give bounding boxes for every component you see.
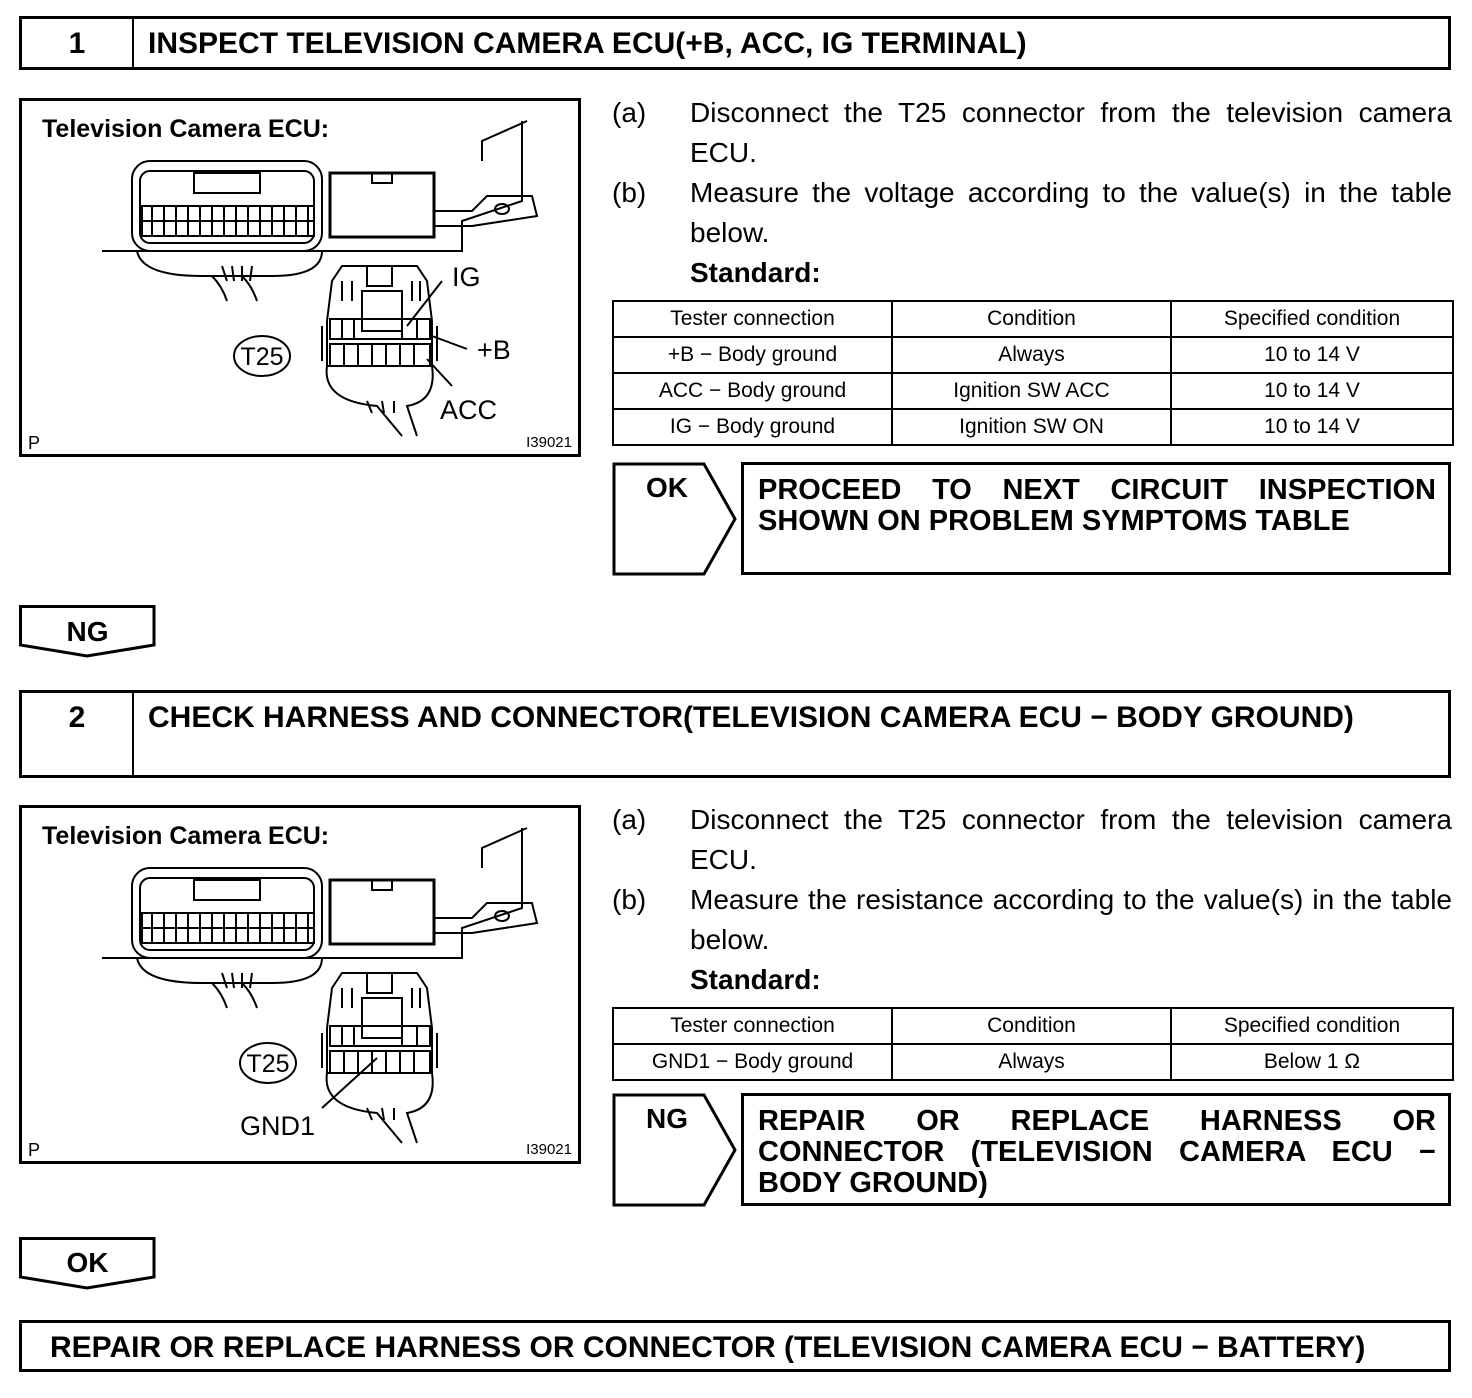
- instruction-label: (b): [612, 884, 647, 915]
- table-header-cell: Specified condition: [1170, 300, 1454, 338]
- ng-arrow-label: NG: [646, 1103, 688, 1134]
- figure-1-connector-label: T25: [240, 343, 283, 371]
- figure-2-connector-label: T25: [246, 1050, 289, 1078]
- step-2-header: 2 CHECK HARNESS AND CONNECTOR(TELEVISION…: [19, 690, 1451, 778]
- figure-2-title: Television Camera ECU:: [42, 822, 329, 850]
- table-row: ACC − Body ground Ignition SW ACC 10 to …: [612, 372, 1454, 410]
- ng-arrow-shape: [612, 1093, 737, 1207]
- table-header-cell: Tester connection: [612, 300, 893, 338]
- figure-1-label-acc: ACC: [440, 395, 497, 425]
- step-1-title: INSPECT TELEVISION CAMERA ECU(+B, ACC, I…: [148, 27, 1027, 60]
- standard-label: Standard:: [690, 964, 821, 995]
- figure-1-corner-letter: P: [28, 433, 40, 453]
- instruction-text: Measure the resistance according to the …: [690, 884, 1452, 955]
- table-cell: 10 to 14 V: [1170, 408, 1454, 446]
- table-cell: +B − Body ground: [612, 336, 893, 374]
- standard-label: Standard:: [690, 257, 821, 288]
- table-cell: Ignition SW ACC: [891, 372, 1172, 410]
- figure-2-corner-letter: P: [28, 1140, 40, 1160]
- step-2-result-box: REPAIR OR REPLACE HARNESS OR CONNECTOR (…: [741, 1093, 1451, 1206]
- step-1-figure: Television Camera ECU: T25 IG +B ACC P I…: [19, 98, 581, 457]
- table-cell: Ignition SW ON: [891, 408, 1172, 446]
- instruction-text: Disconnect the T25 connector from the te…: [690, 97, 1452, 168]
- step-2-number: 2: [22, 693, 134, 775]
- table-row: GND1 − Body ground Always Below 1 Ω: [612, 1043, 1454, 1081]
- instruction-label: (a): [612, 97, 647, 128]
- step-1-header: 1 INSPECT TELEVISION CAMERA ECU(+B, ACC,…: [19, 16, 1451, 70]
- step-1-result-box: PROCEED TO NEXT CIRCUIT INSPECTION SHOWN…: [741, 462, 1451, 575]
- figure-1-label-ig: IG: [452, 262, 481, 292]
- ecu-connector-diagram-2: Television Camera ECU: T25 GND1 P I39021: [28, 822, 572, 1160]
- ecu-connector-diagram-1: Television Camera ECU: T25 IG +B ACC P I…: [28, 115, 572, 453]
- table-header-cell: Tester connection: [612, 1007, 893, 1045]
- ng-tab-label: NG: [66, 616, 109, 647]
- instruction-item: (b) Measure the resistance according to …: [612, 880, 1452, 960]
- instruction-item: (a) Disconnect the T25 connector from th…: [612, 93, 1452, 173]
- table-header-cell: Condition: [891, 1007, 1172, 1045]
- instruction-label: (b): [612, 177, 647, 208]
- figure-2-code: I39021: [526, 1141, 572, 1158]
- step-1-number: 1: [22, 19, 134, 67]
- table-row: IG − Body ground Ignition SW ON 10 to 14…: [612, 408, 1454, 446]
- instruction-label: (a): [612, 804, 647, 835]
- step-1-instructions: (a) Disconnect the T25 connector from th…: [612, 93, 1452, 293]
- ok-arrow-label: OK: [646, 472, 688, 503]
- instruction-item: (a) Disconnect the T25 connector from th…: [612, 800, 1452, 880]
- step-1-spec-table: Tester connection Condition Specified co…: [612, 300, 1454, 446]
- table-header-row: Tester connection Condition Specified co…: [612, 1007, 1454, 1045]
- step-2-spec-table: Tester connection Condition Specified co…: [612, 1007, 1454, 1081]
- table-cell: 10 to 14 V: [1170, 372, 1454, 410]
- table-header-cell: Condition: [891, 300, 1172, 338]
- table-cell: ACC − Body ground: [612, 372, 893, 410]
- instruction-text: Disconnect the T25 connector from the te…: [690, 804, 1452, 875]
- final-action-box: REPAIR OR REPLACE HARNESS OR CONNECTOR (…: [19, 1320, 1451, 1372]
- table-header-row: Tester connection Condition Specified co…: [612, 300, 1454, 338]
- figure-1-code: I39021: [526, 434, 572, 451]
- step-2-figure: Television Camera ECU: T25 GND1 P I39021: [19, 805, 581, 1164]
- table-cell: GND1 − Body ground: [612, 1043, 893, 1081]
- figure-2-label-gnd1: GND1: [240, 1111, 315, 1141]
- step-2-instructions: (a) Disconnect the T25 connector from th…: [612, 800, 1452, 1000]
- ok-arrow-shape: [612, 462, 737, 576]
- table-cell: IG − Body ground: [612, 408, 893, 446]
- table-cell: Below 1 Ω: [1170, 1043, 1454, 1081]
- instruction-text: Measure the voltage according to the val…: [690, 177, 1452, 248]
- ng-tab-shape: [19, 605, 156, 658]
- table-cell: Always: [891, 1043, 1172, 1081]
- figure-1-title: Television Camera ECU:: [42, 115, 329, 143]
- table-cell: 10 to 14 V: [1170, 336, 1454, 374]
- step-2-title: CHECK HARNESS AND CONNECTOR(TELEVISION C…: [148, 701, 1354, 734]
- table-cell: Always: [891, 336, 1172, 374]
- table-header-cell: Specified condition: [1170, 1007, 1454, 1045]
- table-row: +B − Body ground Always 10 to 14 V: [612, 336, 1454, 374]
- ok-tab-label: OK: [66, 1247, 109, 1278]
- ok-tab-shape: [19, 1237, 156, 1290]
- figure-1-label-b: +B: [477, 335, 511, 365]
- instruction-item: (b) Measure the voltage according to the…: [612, 173, 1452, 253]
